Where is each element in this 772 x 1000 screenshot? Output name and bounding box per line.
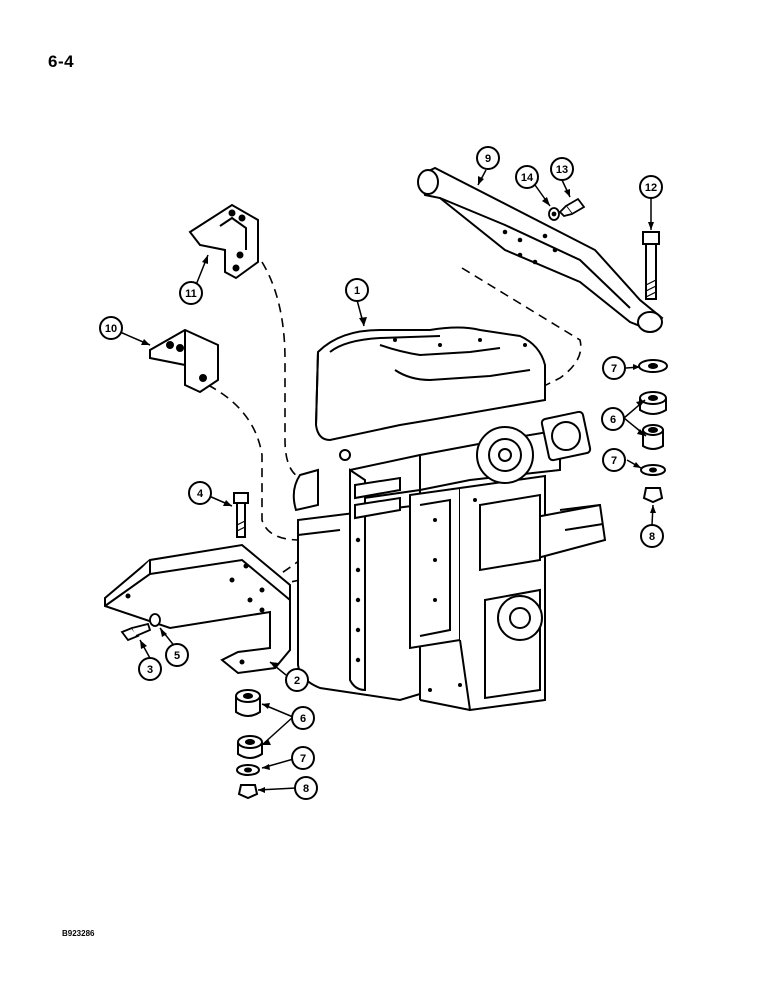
callout-12: 12	[639, 175, 663, 199]
svg-text:7: 7	[611, 455, 617, 467]
housing-brackets	[292, 449, 401, 520]
bracket-10	[149, 328, 219, 394]
leader-arrowheads	[140, 176, 656, 793]
svg-text:1: 1	[354, 285, 360, 297]
callout-6-lower: 6	[291, 706, 315, 730]
bolt-13	[558, 197, 586, 217]
arm-9-holes	[502, 229, 558, 265]
bolt-3	[120, 622, 152, 642]
svg-text:5: 5	[174, 650, 180, 662]
callout-11: 11	[179, 281, 203, 305]
callout-7-right-bottom: 7	[602, 448, 626, 472]
callout-8-lower: 8	[294, 776, 318, 800]
callout-2: 2	[285, 668, 309, 692]
mount-stack-right	[638, 359, 668, 504]
bolt-4	[233, 492, 249, 538]
pump-cluster	[476, 410, 607, 641]
svg-text:8: 8	[303, 783, 309, 795]
bolt-12	[642, 231, 660, 300]
svg-text:12: 12	[645, 182, 657, 194]
support-arm-9	[417, 166, 664, 333]
svg-text:6: 6	[610, 414, 616, 426]
callout-7-lower: 7	[291, 746, 315, 770]
housing-bolt-holes	[355, 338, 527, 692]
callout-6-right: 6	[601, 407, 625, 431]
washer-14	[548, 207, 560, 221]
callout-9: 9	[476, 146, 500, 170]
bracket-2-holes	[125, 563, 265, 665]
callout-1: 1	[345, 278, 369, 302]
svg-text:3: 3	[147, 664, 153, 676]
svg-text:7: 7	[300, 753, 306, 765]
drawing-code: B923286	[62, 929, 95, 938]
bracket-11	[188, 203, 259, 280]
svg-text:13: 13	[556, 164, 568, 176]
callout-8-right: 8	[640, 524, 664, 548]
svg-text:7: 7	[611, 363, 617, 375]
callout-5: 5	[165, 643, 189, 667]
svg-text:8: 8	[649, 531, 655, 543]
washer-5	[149, 613, 161, 627]
callout-3: 3	[138, 657, 162, 681]
callouts: 1 2 3 4 5 6 6 7 7 7 8 8 9 10 11 12 13 14	[99, 146, 664, 800]
svg-text:4: 4	[197, 488, 204, 500]
mount-stack-lower	[235, 689, 263, 800]
svg-text:10: 10	[105, 323, 117, 335]
callout-7-right-top: 7	[602, 356, 626, 380]
svg-text:2: 2	[294, 675, 300, 687]
svg-text:6: 6	[300, 713, 306, 725]
mounting-bracket-2	[104, 543, 291, 675]
svg-text:14: 14	[521, 172, 534, 184]
callout-4: 4	[188, 481, 212, 505]
svg-text:11: 11	[185, 288, 197, 300]
page-number: 6-4	[48, 52, 75, 71]
callout-10: 10	[99, 316, 123, 340]
callout-14: 14	[515, 165, 539, 189]
callout-13: 13	[550, 157, 574, 181]
svg-text:9: 9	[485, 153, 491, 165]
